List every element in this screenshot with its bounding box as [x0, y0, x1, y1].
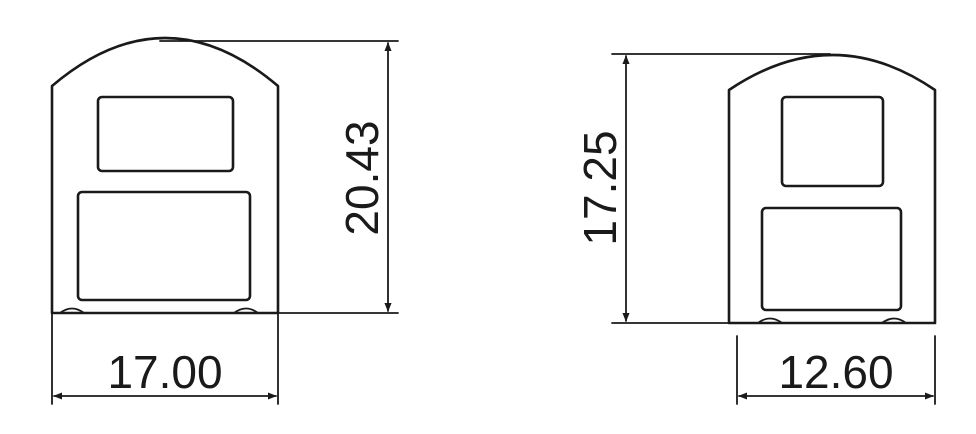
right-part-view: [727, 53, 937, 325]
left-part-lower-window: [76, 190, 252, 302]
right-part-upper-window: [780, 95, 885, 188]
left-height-dimension: 20.43: [159, 40, 399, 314]
left-part-view: [50, 36, 280, 315]
left-part-base-notches: [59, 307, 259, 314]
right-height-dimension: 17.25: [574, 53, 831, 324]
left-height-label: 20.43: [336, 120, 388, 235]
right-height-label: 17.25: [574, 130, 626, 245]
right-part-base-notches: [757, 317, 907, 324]
right-width-dimension: 12.60: [736, 335, 936, 405]
right-width-label: 12.60: [778, 346, 893, 398]
left-part-outline: [50, 36, 280, 315]
right-part-outline: [727, 53, 937, 325]
left-part-upper-window: [96, 95, 235, 173]
right-part-lower-window: [760, 206, 903, 312]
left-width-label: 17.00: [107, 346, 222, 398]
left-width-dimension: 17.00: [51, 312, 279, 405]
